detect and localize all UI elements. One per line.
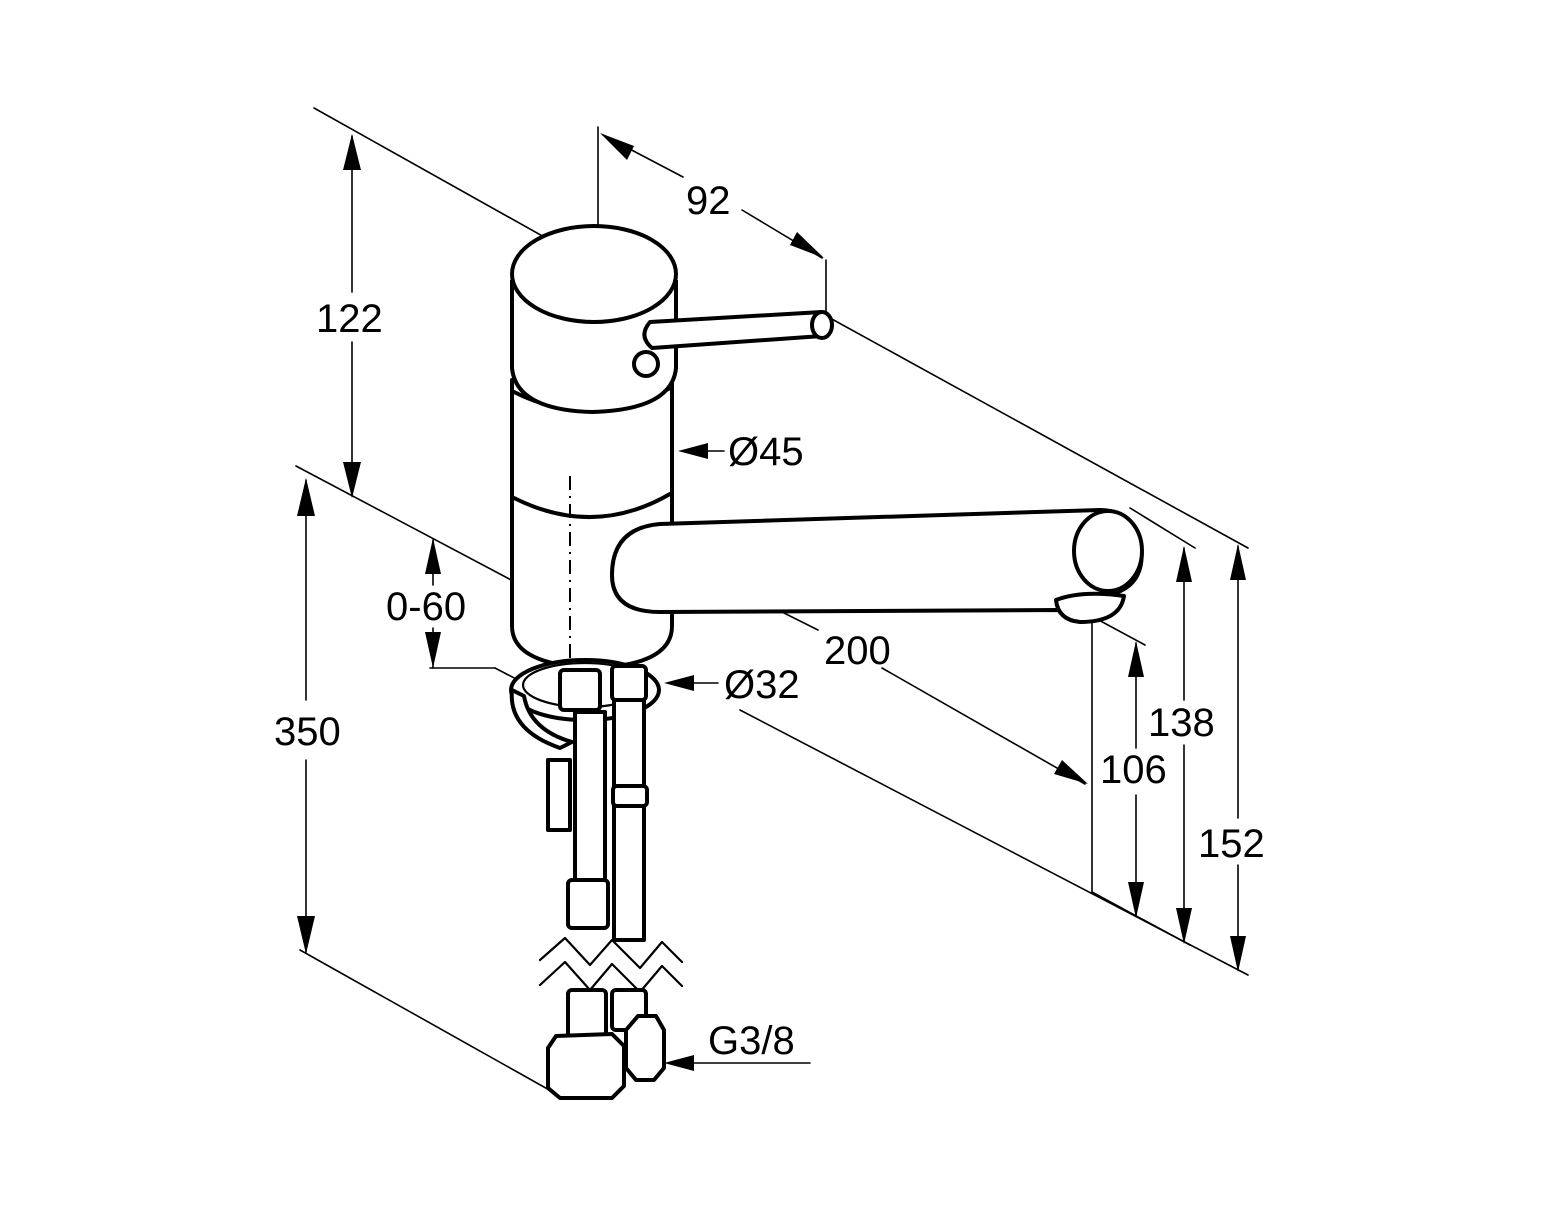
- dimension-152: [1230, 544, 1246, 972]
- label-92: 92: [686, 179, 731, 223]
- leader-g38: [664, 1055, 811, 1071]
- dimension-350: [297, 478, 315, 954]
- dimension-0-60: [425, 538, 441, 669]
- label-0-60: 0-60: [386, 585, 466, 629]
- dimension-labels: 92 122 Ø45 0-60 200 Ø32 350 138 106 152 …: [274, 179, 1265, 1063]
- label-200: 200: [824, 629, 891, 673]
- leader-diameter-32: [664, 675, 719, 691]
- dimension-122: [343, 134, 361, 498]
- dimension-92: [597, 126, 827, 319]
- label-138: 138: [1148, 701, 1215, 745]
- label-g38: G3/8: [708, 1019, 795, 1063]
- faucet-illustration: [509, 224, 1144, 1100]
- label-diameter-32: Ø32: [724, 663, 800, 707]
- extension-lines: [295, 107, 1249, 1097]
- label-diameter-45: Ø45: [728, 430, 804, 474]
- label-350: 350: [274, 710, 341, 754]
- dimension-106: [1128, 641, 1144, 918]
- dimension-138: [1176, 546, 1192, 944]
- leader-diameter-45: [678, 443, 725, 459]
- label-152: 152: [1198, 822, 1265, 866]
- label-122: 122: [316, 297, 383, 341]
- label-106: 106: [1100, 748, 1167, 792]
